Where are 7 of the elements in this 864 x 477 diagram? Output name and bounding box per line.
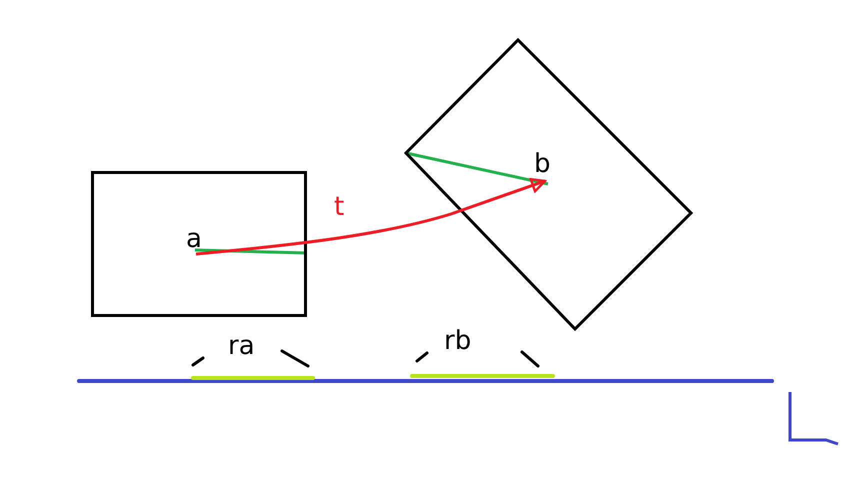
point-label: b — [534, 151, 556, 181]
edge-label: t — [334, 194, 344, 220]
rectangle-shape — [91, 171, 307, 317]
arrow — [196, 178, 546, 256]
point-label: a — [186, 226, 206, 254]
projection-label: ra — [228, 333, 255, 359]
projection-label: rb — [444, 328, 472, 354]
